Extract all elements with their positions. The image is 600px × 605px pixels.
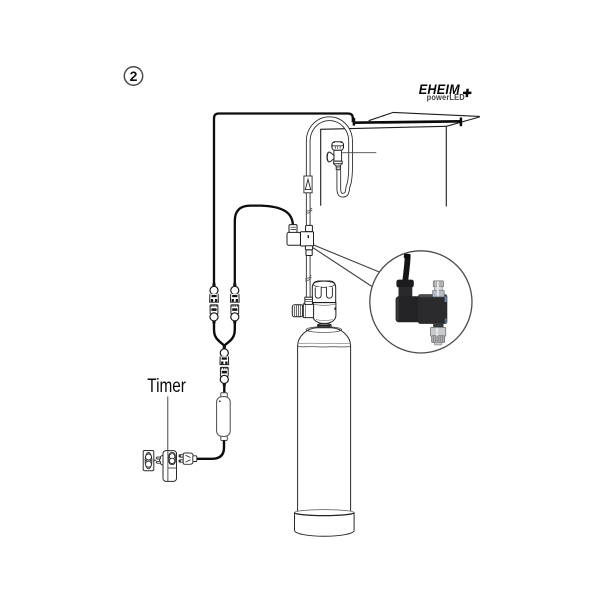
svg-text:Timer: Timer <box>147 374 186 396</box>
svg-text:powerLED: powerLED <box>427 93 465 102</box>
svg-text:EHEIM: EHEIM <box>419 82 461 97</box>
svg-text:2: 2 <box>130 68 138 84</box>
